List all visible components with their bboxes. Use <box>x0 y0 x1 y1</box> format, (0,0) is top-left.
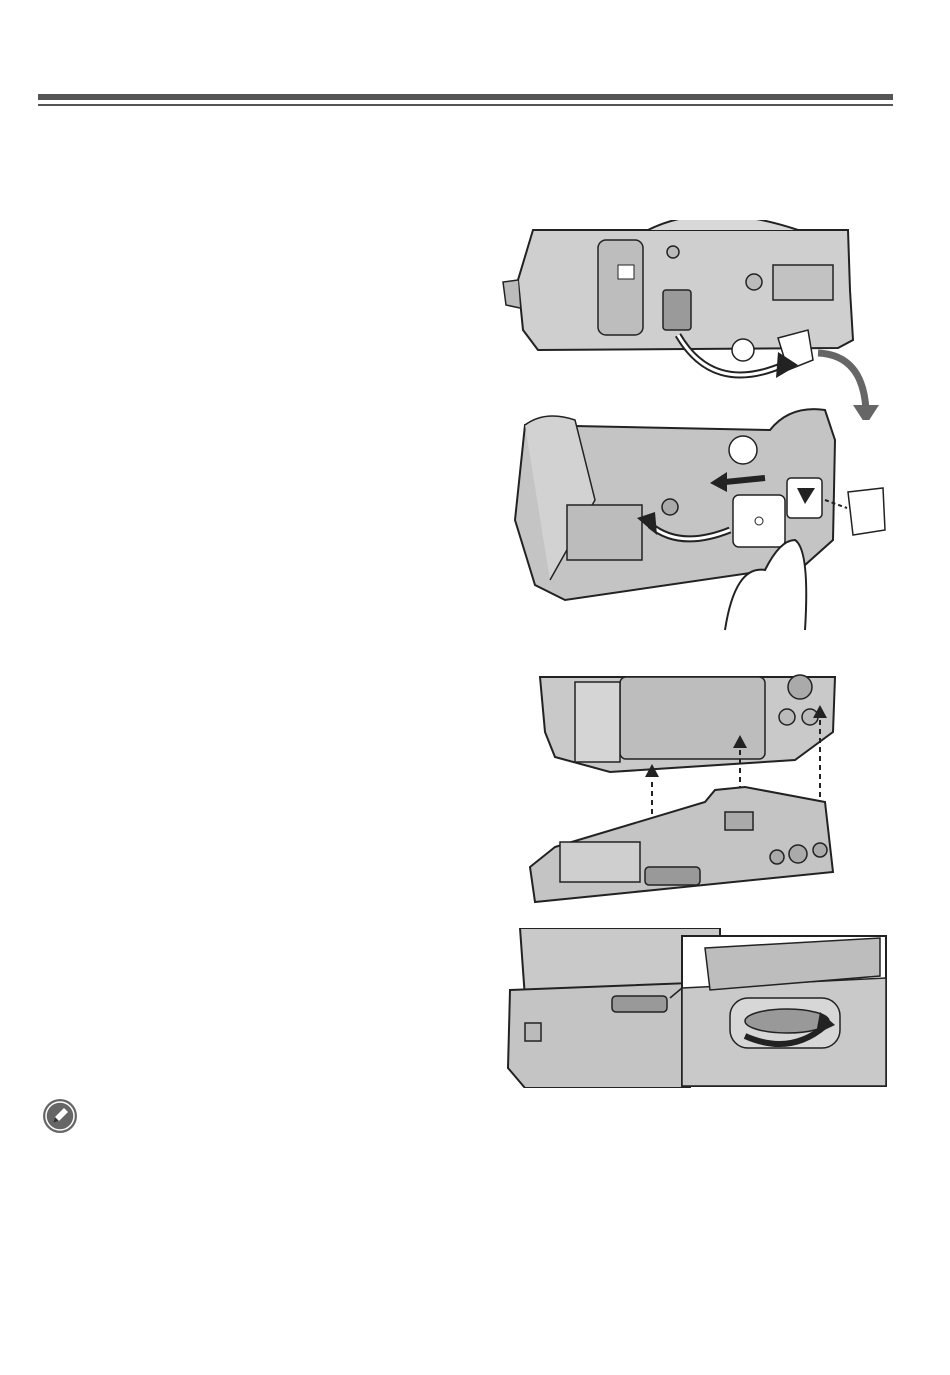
lock-dial-illustration <box>500 928 890 1088</box>
camera-bottom-illustration <box>498 220 888 420</box>
camera-mount-illustration <box>515 672 845 917</box>
header-rule-thick <box>38 94 893 100</box>
header-rule-thin <box>38 104 893 106</box>
note-pencil-icon <box>42 1098 78 1134</box>
battery-grip-illustration <box>505 400 900 635</box>
